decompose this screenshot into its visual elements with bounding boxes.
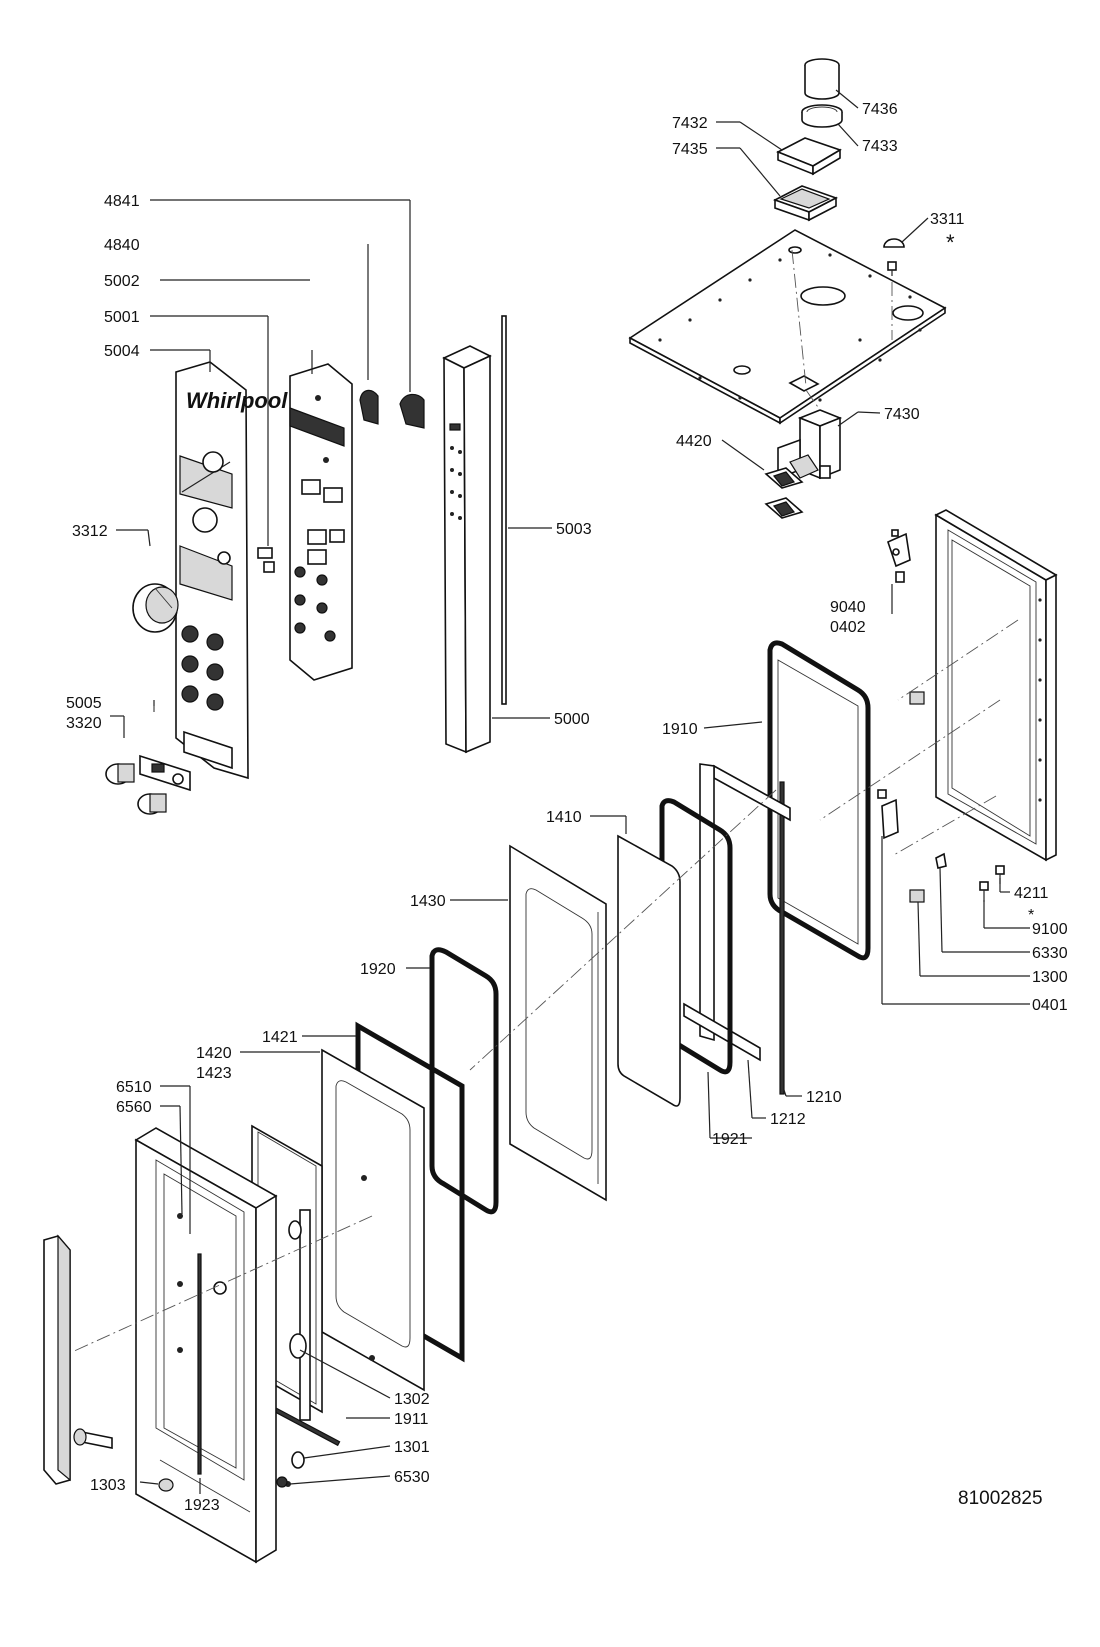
callout-5001: 5001 [104, 309, 140, 326]
knob-6530 [276, 1476, 288, 1488]
callout-5000: 5000 [554, 711, 590, 728]
callout-1423: 1423 [196, 1065, 232, 1082]
callout-4420: 4420 [676, 433, 712, 450]
gasket-1920 [429, 947, 499, 1215]
callout-1421: 1421 [262, 1029, 298, 1046]
callout-4211: 4211 [1014, 885, 1049, 902]
callout-1923: 1923 [184, 1497, 220, 1514]
small-switch-5001 [257, 547, 275, 573]
control-pcb-5001 [289, 363, 353, 681]
callout-6330: 6330 [1032, 945, 1068, 962]
inner-glass-1410 [617, 834, 681, 1107]
socket-5005 [139, 754, 191, 792]
callout-4840: 4840 [104, 237, 140, 254]
callout-6530: 6530 [394, 1469, 430, 1486]
glass-frame-1420 [321, 1048, 425, 1392]
control-faceplate-5004: Whirlpool [175, 361, 288, 780]
ribbon-cable-4840 [359, 389, 379, 425]
knob-cap-3311 [883, 238, 905, 248]
callout-1430: 1430 [410, 893, 446, 910]
gasket-strip-1210 [779, 781, 785, 1095]
callout-3320: 3320 [66, 715, 102, 732]
hinge-rail-1302 [285, 1209, 311, 1487]
trim-strip-5003 [501, 315, 507, 705]
ribbon-cable-4841 [399, 393, 425, 429]
callout-1303: 1303 [90, 1477, 126, 1494]
callout-1910: 1910 [662, 721, 698, 738]
handle-bar [43, 1234, 71, 1485]
control-column-5000 [442, 345, 492, 754]
callout-7436: 7436 [862, 101, 898, 118]
callout-1420: 1420 [196, 1045, 232, 1062]
callout-star-1: * [946, 230, 955, 255]
callout-7433: 7433 [862, 138, 898, 155]
roller-1300 [909, 691, 925, 903]
plug-3320-a [105, 763, 135, 785]
callout-1210: 1210 [806, 1089, 842, 1106]
drawing-number: 81002825 [958, 1488, 1043, 1509]
vent-box-7435 [772, 185, 839, 222]
callout-4841: 4841 [104, 193, 140, 210]
vent-pipe-7436 [804, 58, 840, 100]
callout-1301: 1301 [394, 1439, 430, 1456]
callout-5003: 5003 [556, 521, 592, 538]
screw-6330 [935, 852, 947, 869]
callout-0401: 0401 [1032, 997, 1068, 1014]
callout-1302: 1302 [394, 1391, 430, 1408]
screw-star-1 [887, 261, 897, 276]
callout-6560: 6560 [116, 1099, 152, 1116]
callout-5002: 5002 [104, 273, 140, 290]
callout-7432: 7432 [672, 115, 708, 132]
hinge-bracket-9040 [887, 529, 911, 583]
vent-ring-7433 [801, 104, 843, 128]
callout-3312: 3312 [72, 523, 108, 540]
callout-6510: 6510 [116, 1079, 152, 1096]
screw-9100 [979, 881, 989, 902]
callout-7430: 7430 [884, 406, 920, 423]
duct-7430 [777, 409, 843, 480]
svg-text:Whirlpool: Whirlpool [186, 388, 288, 413]
callout-9100: 9100 [1032, 921, 1068, 938]
callout-1911: 1911 [394, 1411, 429, 1428]
center-lines [71, 249, 1019, 1353]
callout-1410: 1410 [546, 809, 582, 826]
glass-bracket-1212 [683, 763, 791, 1062]
callout-star-2: * [1028, 907, 1034, 924]
vent-cover-7432 [776, 137, 842, 176]
glass-pane-1430 [509, 844, 607, 1202]
leader-lines [110, 89, 1030, 1494]
callout-3311: 3311 [930, 211, 965, 228]
roof-plate [628, 229, 947, 425]
door-frame-outer [934, 509, 1058, 862]
flange-4420-b [764, 497, 804, 519]
door-gasket-1910 [767, 640, 871, 961]
callout-9040: 9040 [830, 599, 866, 616]
callout-1300: 1300 [1032, 969, 1068, 986]
callout-1920: 1920 [360, 961, 396, 978]
outer-door-frame [134, 1127, 278, 1564]
plug-3320-b [137, 793, 167, 815]
control-knob-3312 [132, 583, 179, 633]
latch-0401 [877, 789, 899, 840]
callout-7435: 7435 [672, 141, 708, 158]
door-handle-1303 [73, 1428, 174, 1492]
callout-1921: 1921 [712, 1131, 748, 1148]
callout-0402: 0402 [830, 619, 866, 636]
callout-1212: 1212 [770, 1111, 806, 1128]
callout-5005: 5005 [66, 695, 102, 712]
flange-4420-a [764, 467, 804, 489]
callout-5004: 5004 [104, 343, 140, 360]
callout-labels: 7436 7433 7432 7435 3311 * 4841 4840 500… [66, 101, 1068, 1514]
